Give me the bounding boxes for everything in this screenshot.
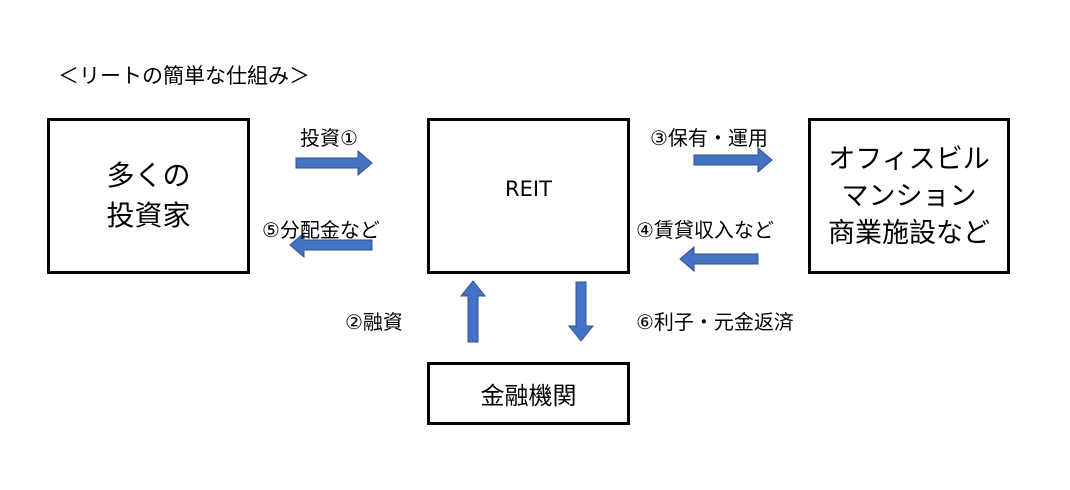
property-label-line3: 商業施設など	[828, 217, 990, 249]
bank-box: 金融機関	[427, 362, 630, 425]
investors-label-line1: 多くの	[106, 159, 191, 192]
rent-arrow	[679, 245, 759, 273]
property-box: オフィスビル マンション 商業施設など	[808, 118, 1010, 274]
distribution-arrow	[289, 231, 373, 259]
distribution-label: ⑤分配金など	[262, 218, 380, 242]
investment-arrow	[295, 149, 373, 177]
repayment-arrow	[567, 281, 595, 342]
investors-label-line2: 投資家	[106, 199, 191, 232]
ownership-label: ③保有・運用	[650, 126, 768, 150]
property-label-line2: マンション	[841, 180, 977, 212]
property-label-line1: オフィスビル	[828, 143, 990, 175]
loan-arrow	[459, 280, 487, 343]
investment-label: 投資①	[300, 126, 358, 150]
bank-label: 金融機関	[480, 382, 577, 410]
reit-box: REIT	[427, 118, 630, 274]
ownership-arrow	[693, 146, 773, 174]
repayment-label: ⑥利子・元金返済	[636, 310, 794, 334]
investors-box: 多くの 投資家	[47, 118, 250, 274]
reit-label: REIT	[505, 177, 552, 201]
loan-label: ②融資	[345, 310, 403, 334]
diagram-title: ＜リートの簡単な仕組み＞	[58, 64, 310, 88]
rent-label: ④賃貸収入など	[636, 218, 774, 242]
